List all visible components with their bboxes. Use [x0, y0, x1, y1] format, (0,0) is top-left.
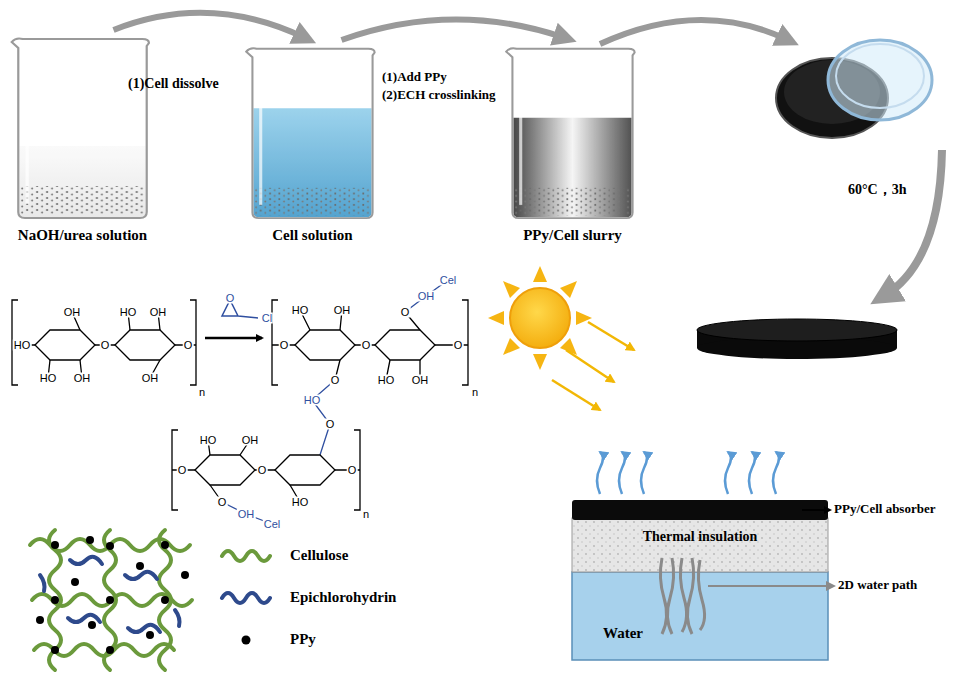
beaker-node: Cell solution [240, 44, 385, 246]
beaker [5, 34, 160, 220]
process-arrow [114, 13, 306, 38]
annotation-label: (1)Add PPy [382, 70, 447, 84]
atom-label: OH [237, 509, 256, 520]
sun [488, 266, 592, 370]
atom-label: HO [377, 375, 396, 386]
atom-label: HO [199, 435, 218, 446]
atom-label: HO [119, 307, 138, 318]
atom-label: O [279, 340, 290, 351]
atom-label: OH [241, 435, 260, 446]
atom-label: HO [13, 340, 32, 351]
water-region: Water [578, 618, 668, 648]
absorber-disc [697, 319, 897, 359]
atom-label: O [400, 307, 411, 318]
annotation-label: 60°C，3h [848, 182, 907, 197]
atom-label: O [330, 375, 341, 386]
legend-label: Cellulose [290, 547, 348, 564]
leader-arrow [708, 585, 834, 587]
atom-label: OH [141, 373, 160, 384]
process-arrow [600, 20, 788, 44]
crosslinked-structure [172, 280, 468, 524]
atom-label: OH [149, 307, 168, 318]
atom-label: O [347, 465, 358, 476]
evaporation-device [572, 500, 828, 660]
reaction-arrow [205, 300, 262, 338]
atom-label: O [183, 340, 194, 351]
atom-label: O [453, 340, 464, 351]
atom-label: HO [291, 305, 310, 316]
legend-sample [242, 636, 251, 645]
atom-label: n [362, 509, 370, 520]
atom-label: Cl [261, 313, 273, 324]
cellulose-structure [12, 300, 196, 385]
network-sketch [30, 530, 192, 670]
annotation-label: (2)ECH crosslinking [382, 88, 496, 102]
atom-label: O [225, 293, 236, 304]
atom-label: Cel [263, 519, 282, 530]
beaker [500, 44, 645, 220]
process-arrow [884, 150, 942, 296]
legend-sample [222, 551, 270, 561]
atom-label: O [257, 465, 268, 476]
vapor-arrow [597, 452, 779, 494]
legend-sample [222, 593, 270, 603]
petri-dish [776, 40, 932, 138]
beaker-node: NaOH/urea solution [5, 34, 160, 246]
atom-label: OH [63, 307, 82, 318]
beaker-label: Cell solution [272, 227, 352, 244]
annotation-label: 2D water path [838, 578, 917, 592]
legend-label: Epichlorohydrin [290, 589, 396, 606]
atom-label: OH [73, 373, 92, 384]
annotation-label: PPy/Cell absorber [834, 502, 935, 516]
region-label: Water [603, 625, 643, 642]
atom-label: O [325, 419, 336, 430]
sunlight-arrow [552, 322, 634, 410]
atom-label: Cel [439, 275, 458, 286]
atom-label: OH [333, 305, 352, 316]
atom-label: n [471, 387, 479, 398]
annotation-label: (1)Cell dissolve [128, 76, 219, 91]
atom-label: HO [39, 373, 58, 384]
beaker-node: PPy/Cell slurry [500, 44, 645, 246]
atom-label: O [177, 465, 188, 476]
atom-label: OH [411, 375, 430, 386]
atom-label: O [217, 497, 228, 508]
insulation-layer: Thermal insulation [572, 522, 828, 552]
beaker [240, 44, 385, 220]
leader-arrow [802, 509, 830, 511]
beaker-label: NaOH/urea solution [18, 227, 147, 244]
legend-label: PPy [290, 631, 316, 648]
beaker-label: PPy/Cell slurry [523, 227, 622, 244]
atom-label: O [361, 340, 372, 351]
atom-label: n [198, 387, 206, 398]
process-arrow [342, 19, 566, 40]
region-label: Thermal insulation [643, 529, 758, 545]
atom-label: O [100, 340, 111, 351]
atom-label: HO [291, 497, 310, 508]
atom-label: HO [303, 395, 322, 406]
atom-label: OH [417, 291, 436, 302]
